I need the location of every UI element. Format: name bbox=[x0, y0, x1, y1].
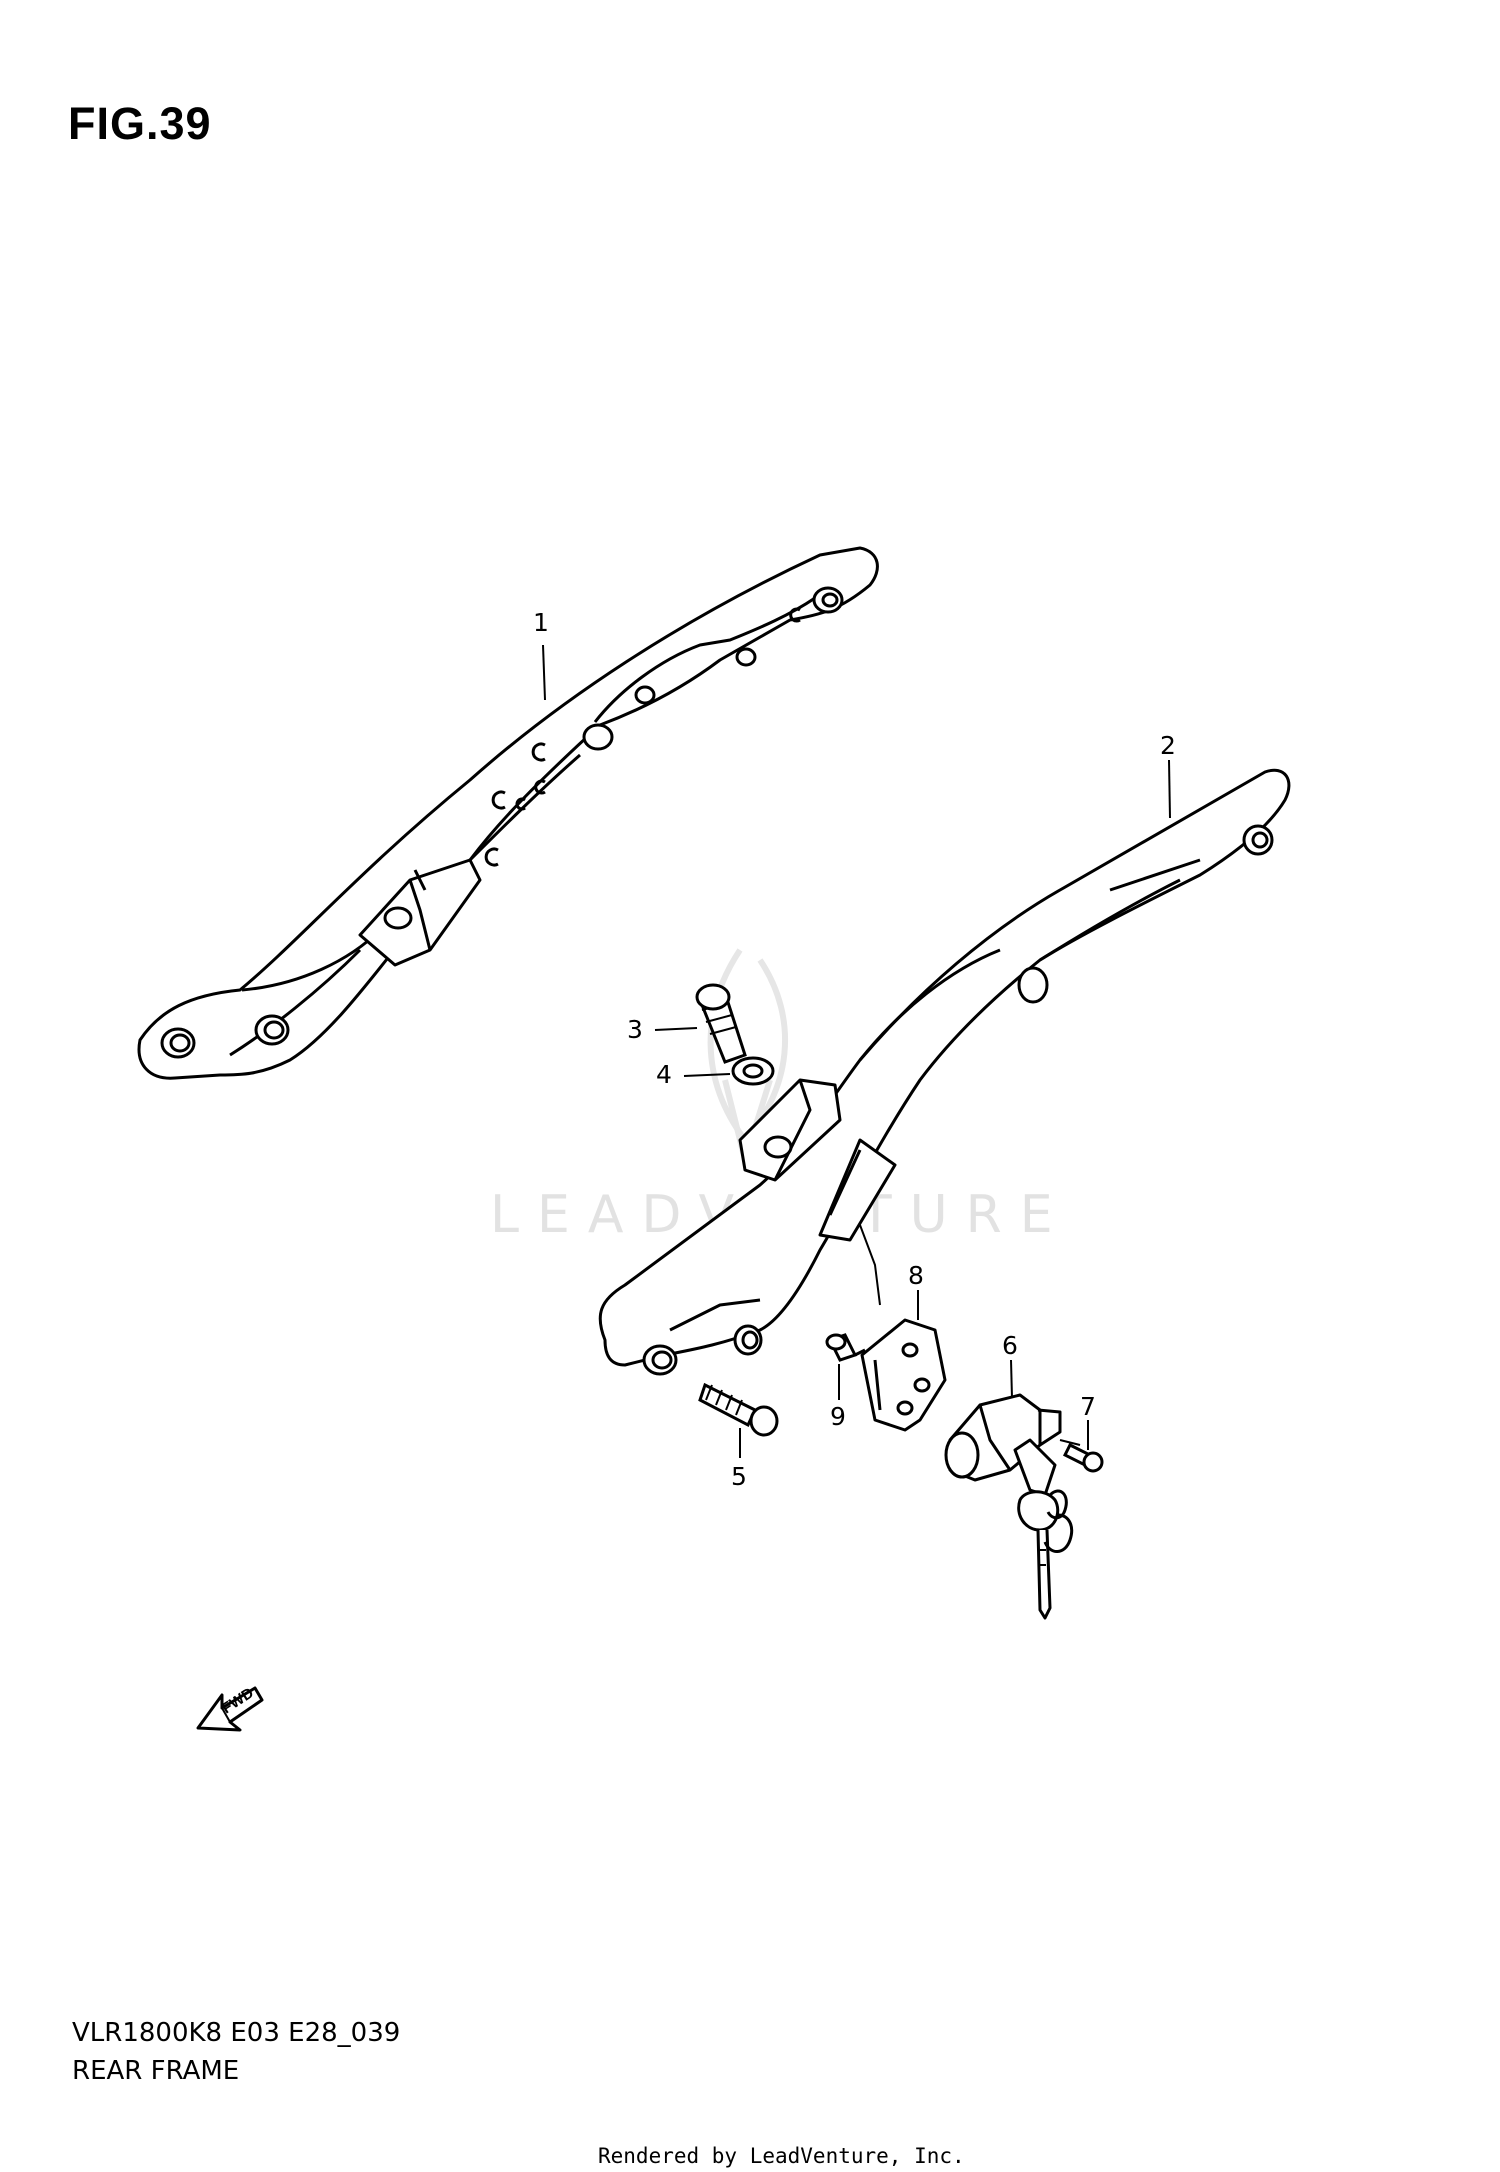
callout-9: 9 bbox=[830, 1402, 846, 1431]
callout-5: 5 bbox=[731, 1462, 747, 1491]
part-1-left-rear-frame[interactable] bbox=[137, 546, 879, 1080]
callout-6: 6 bbox=[1002, 1331, 1018, 1360]
render-credit: Rendered by LeadVenture, Inc. bbox=[598, 2144, 965, 2168]
part-4-washer[interactable] bbox=[731, 1056, 775, 1086]
part-5-long-bolt[interactable] bbox=[698, 1382, 779, 1437]
part-6-helmet-lock[interactable] bbox=[944, 1393, 1074, 1620]
callout-1: 1 bbox=[533, 608, 549, 637]
forward-direction-arrow-icon: FWD bbox=[196, 1684, 264, 1732]
callout-3: 3 bbox=[627, 1015, 643, 1044]
part-9-screw[interactable] bbox=[825, 1333, 866, 1362]
part-7-screw[interactable] bbox=[1059, 1439, 1104, 1473]
model-code: VLR1800K8 E03 E28_039 bbox=[72, 2018, 401, 2048]
callout-2: 2 bbox=[1160, 731, 1176, 760]
part-3-bolt[interactable] bbox=[695, 983, 747, 1064]
part-2-right-rear-frame[interactable] bbox=[598, 768, 1291, 1376]
callout-4: 4 bbox=[656, 1060, 672, 1089]
leader-lines bbox=[542, 644, 1171, 1458]
section-name: REAR FRAME bbox=[72, 2056, 240, 2086]
figure-title: FIG.39 bbox=[68, 98, 212, 149]
callout-8: 8 bbox=[908, 1261, 924, 1290]
callout-7: 7 bbox=[1080, 1392, 1096, 1421]
part-8-lock-bracket[interactable] bbox=[859, 1224, 947, 1432]
